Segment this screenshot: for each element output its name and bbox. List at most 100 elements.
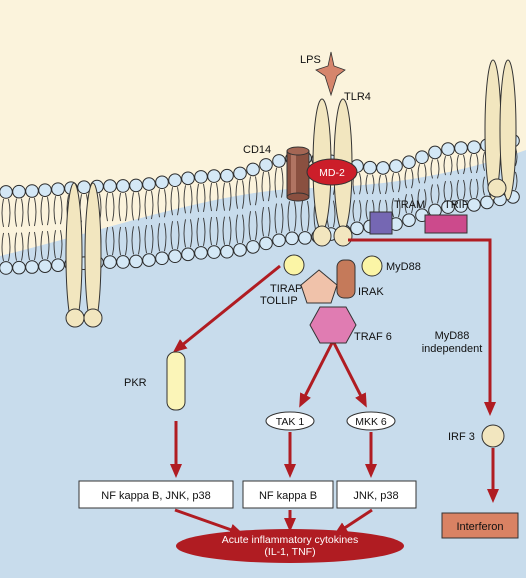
lipid-tail xyxy=(359,200,362,222)
lipid-head xyxy=(402,213,416,227)
lipid-tail xyxy=(417,164,420,184)
lipid-tail xyxy=(177,187,180,216)
lipid-tail xyxy=(463,179,466,200)
lipid-tail xyxy=(274,203,277,234)
lipid-head xyxy=(272,233,286,248)
lipid-tail xyxy=(268,171,271,202)
lipid-tail xyxy=(112,193,115,222)
tram-protein xyxy=(369,211,393,235)
lipid-tail xyxy=(138,226,141,255)
lipid-head xyxy=(259,158,273,172)
lipid-tail xyxy=(404,194,407,214)
box-jnk-p38-label: JNK, p38 xyxy=(353,490,398,502)
irak-label: IRAK xyxy=(358,286,384,298)
lipid-tail xyxy=(482,151,485,171)
tirap-circle xyxy=(283,254,305,276)
lipid-head xyxy=(25,184,39,198)
mkk6-node xyxy=(346,411,396,431)
lipid-head xyxy=(363,160,377,175)
lipid-head xyxy=(428,145,442,160)
lipid-tail xyxy=(430,159,433,179)
lipid-tail xyxy=(1,198,4,228)
lipid-tail xyxy=(411,169,414,189)
lipid-tail xyxy=(235,214,238,244)
lipid-head xyxy=(51,258,65,272)
lipid-tail xyxy=(261,171,264,202)
lipid-tail xyxy=(209,182,212,212)
lipid-head xyxy=(220,168,234,183)
lipid-tail xyxy=(60,230,63,259)
lipid-tail xyxy=(144,224,147,254)
myd88-label: MyD88 xyxy=(386,261,421,273)
lipid-tail xyxy=(385,174,388,195)
lipid-tail xyxy=(144,190,147,220)
lipid-head xyxy=(259,236,273,251)
lipid-tail xyxy=(222,182,225,211)
lipid-tail xyxy=(183,185,186,214)
lipid-tail xyxy=(294,201,297,232)
lipid-tail xyxy=(53,196,56,225)
lipid-tail xyxy=(60,196,63,225)
lipid-head xyxy=(194,246,208,260)
lipid-tail xyxy=(411,194,414,214)
lipid-tail xyxy=(255,176,258,206)
lipid-tail xyxy=(170,187,173,216)
mkk6-label: MKK 6 xyxy=(355,416,387,428)
trif-label: TRIF xyxy=(444,199,469,211)
lipid-tail xyxy=(281,167,284,198)
cd14-label: CD14 xyxy=(243,144,271,156)
lps-molecule xyxy=(315,51,346,97)
lipid-tail xyxy=(47,197,50,226)
myd88-independent-label-2: independent xyxy=(422,343,483,355)
lipid-head xyxy=(376,161,390,175)
lipid-tail xyxy=(27,197,30,227)
lipid-tail xyxy=(274,167,277,198)
lipid-tail xyxy=(229,182,232,211)
lipid-tail xyxy=(281,203,284,234)
lipid-tail xyxy=(125,226,128,256)
tram-label: TRAM xyxy=(394,199,425,211)
lipid-tail xyxy=(307,200,310,231)
lipid-head xyxy=(480,195,494,210)
lipid-tail xyxy=(151,190,154,220)
lipid-tail xyxy=(450,180,453,201)
lipid-tail xyxy=(248,211,251,240)
lipid-head xyxy=(38,183,52,197)
lipid-tail xyxy=(365,199,368,220)
lipid-head xyxy=(233,166,247,181)
lipid-tail xyxy=(482,176,485,196)
lipid-tail xyxy=(398,197,401,218)
lipid-tail xyxy=(437,184,440,204)
lipid-tail xyxy=(47,231,50,260)
lipid-tail xyxy=(157,189,160,218)
box-nfkb-jnk-p38 xyxy=(78,480,234,509)
lipid-head xyxy=(441,142,455,156)
lipid-tail xyxy=(216,182,219,212)
lipid-tail xyxy=(476,154,479,174)
lipid-head xyxy=(0,185,13,199)
lipid-head xyxy=(129,254,143,269)
lipid-tail xyxy=(378,174,381,195)
lipid-tail xyxy=(268,207,271,237)
lipid-tail xyxy=(14,198,17,227)
lipid-tail xyxy=(463,154,466,175)
lipid-tail xyxy=(34,231,37,261)
cytokines-ellipse xyxy=(176,529,404,563)
arrow-box3-to-cytokines xyxy=(333,508,373,536)
lipid-head xyxy=(116,179,130,193)
cytokines-label-1: Acute inflammatory cytokines xyxy=(222,534,359,546)
lipid-head xyxy=(12,184,26,199)
lipid-tail xyxy=(450,155,453,176)
lipid-tail xyxy=(456,179,459,200)
box-nfkb xyxy=(242,480,334,509)
lipid-tail xyxy=(469,178,472,199)
lipid-tail xyxy=(443,180,446,201)
lipid-head xyxy=(194,170,208,184)
lipid-tail xyxy=(157,223,160,252)
lipid-tail xyxy=(164,223,167,252)
lipid-tail xyxy=(34,197,37,227)
lipid-head xyxy=(246,240,260,254)
lipid-head xyxy=(116,255,130,269)
lipid-tail xyxy=(404,169,407,189)
lipid-head xyxy=(25,260,39,274)
